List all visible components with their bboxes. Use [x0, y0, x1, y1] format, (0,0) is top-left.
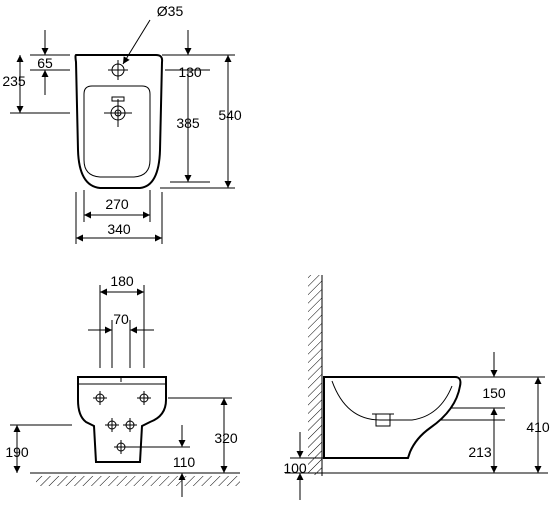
dim-70-label: 70: [113, 311, 129, 327]
dim-65-label: 65: [37, 55, 53, 71]
dim-270-label: 270: [105, 196, 129, 212]
front-view: 180 70 190 320 110: [5, 273, 240, 497]
dim-150-label: 150: [482, 385, 506, 401]
top-view: Ø35 65 235 130 385 540 270 340: [2, 3, 242, 244]
floor-hatch: [36, 476, 240, 486]
fixing-hole-icon: [123, 418, 137, 432]
dim-100-label: 100: [283, 460, 307, 476]
bidet-front-outline: [77, 376, 167, 463]
wall-hatch: [308, 275, 322, 475]
dim-540-label: 540: [218, 107, 242, 123]
hole-diameter-label: Ø35: [157, 3, 184, 19]
dim-320-label: 320: [214, 430, 238, 446]
dim-110-label: 110: [173, 454, 196, 470]
side-view: 150 410 213 100: [283, 275, 550, 500]
bowl-inner-outline: [83, 85, 151, 178]
drain-icon: [104, 96, 132, 127]
bidet-top-outline: [74, 54, 164, 189]
dim-235-label: 235: [2, 73, 26, 89]
bidet-side-outline: [323, 376, 462, 459]
dim-190-label: 190: [5, 444, 29, 460]
fixing-hole-icon: [137, 391, 151, 405]
dim-340-label: 340: [107, 221, 131, 237]
supply-hole-icon: [114, 440, 128, 454]
dim-385-label: 385: [176, 115, 200, 131]
dim-410-label: 410: [526, 419, 550, 435]
tap-hole-icon: [108, 60, 128, 80]
waste-outlet-icon: [372, 413, 394, 427]
dim-130-label: 130: [178, 64, 202, 80]
fixing-hole-icon: [93, 391, 107, 405]
dim-213-label: 213: [468, 444, 492, 460]
fixing-hole-icon: [105, 418, 119, 432]
dim-180-label: 180: [110, 273, 134, 289]
